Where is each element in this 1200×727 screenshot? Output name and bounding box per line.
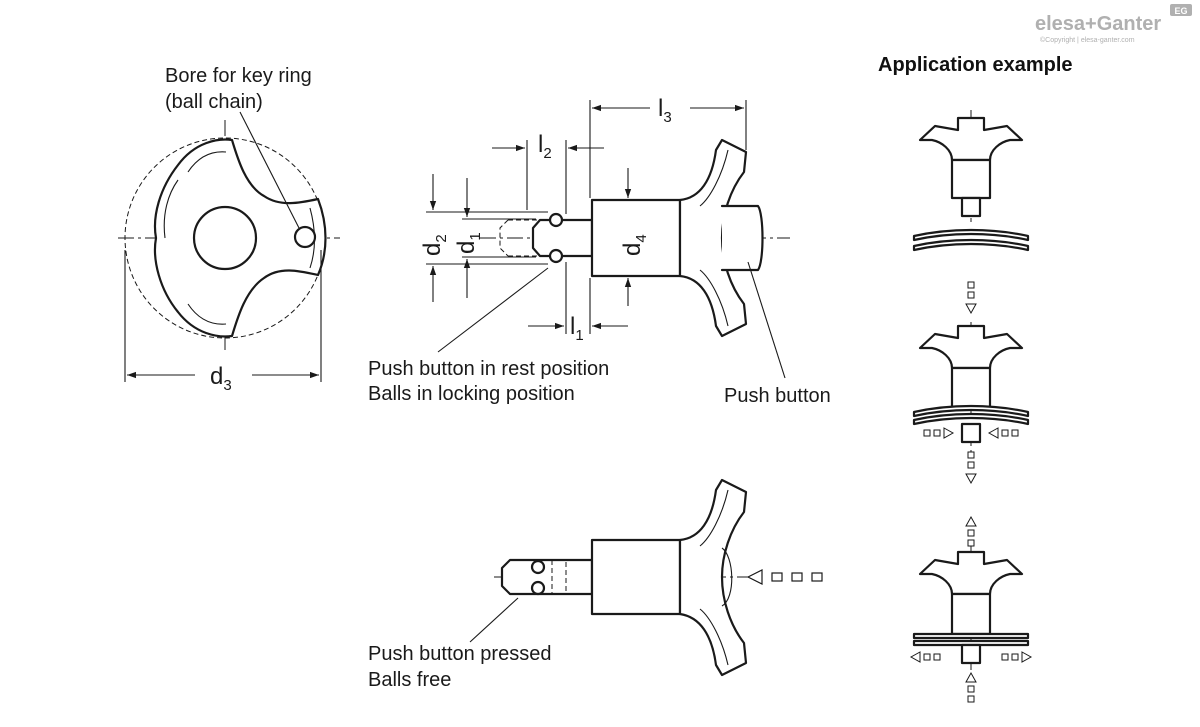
app3-plate-top [912,632,1030,640]
app2-body [950,366,992,410]
center-bore [192,205,258,271]
ball-top [548,212,564,228]
brand-badge [1170,4,1192,16]
app2-arrows-in [923,427,1019,439]
force-dash-2 [791,572,803,582]
pressed-button [721,547,733,607]
force-dash-1 [771,572,783,582]
side-view-rest: d2 d1 d4 l2 l3 l1 Push button in rest po… [368,95,831,407]
plunger [531,218,594,258]
pressed-ball-top [530,559,546,575]
pressed-leader [469,597,519,643]
dim-l1: l1 [570,313,584,344]
app1-plunger [960,196,982,218]
plunger-hidden [499,219,540,257]
rest-leader [437,267,549,353]
app2-handle [918,324,1024,370]
dim-l2: l2 [538,131,552,162]
dim-d1: d1 [453,232,484,254]
bore-label-line1: Bore for key ring [165,65,312,87]
app3-plunger [960,643,982,665]
app2-plunger [960,422,982,444]
pressed-body [590,538,682,616]
application-title: Application example [878,54,1073,76]
dim-d3: d3 [210,363,232,394]
dim-d2: d2 [419,234,450,256]
front-view: Bore for key ring (ball chain) d3 [118,65,340,394]
bore-leader [239,111,300,229]
app-arrow-up-3 [965,515,977,547]
brand-name: elesa+Ganter [1035,13,1161,35]
app2-plate-bottom [912,412,1030,426]
rest-label-line1: Push button in rest position [368,358,609,380]
pressed-plunger [500,558,594,596]
bore-label-line2: (ball chain) [165,91,263,113]
app3-arrows-out [909,651,1033,663]
app1-body [950,158,992,200]
application-step-2 [912,322,1030,452]
pressed-ball-bottom [530,580,546,596]
application-step-3 [909,546,1033,672]
brand-badge-text: EG [1174,6,1187,16]
pressed-hidden [551,560,567,594]
app1-plate-top [912,228,1030,242]
app1-handle [918,116,1024,162]
app3-handle [918,550,1024,596]
app-arrow-up-4 [965,671,977,703]
push-button-part [720,204,764,272]
app1-plate-bottom [912,238,1030,252]
pressed-label-line1: Push button pressed [368,643,551,665]
brand-logo: elesa+Ganter ©Copyright | elesa-ganter.c… [1035,4,1192,44]
brand-copyright: ©Copyright | elesa-ganter.com [1040,36,1135,44]
app-arrow-down-2 [965,451,977,485]
application-step-1 [912,110,1030,252]
app2-plate-top [912,404,1030,418]
app3-body [950,592,992,636]
pressed-force-arrow-head [746,569,763,585]
pressed-label-line2: Balls free [368,669,451,691]
push-button-leader [747,261,786,379]
dim-l3: l3 [658,95,672,126]
dim-d4: d4 [619,234,650,256]
pressed-handle-edges [699,489,729,666]
knob-edges [163,151,316,325]
handle-edges [699,149,729,327]
rest-label-line2: Balls in locking position [368,383,575,405]
key-ring-bore [293,225,317,249]
pressed-handle [678,478,748,677]
app-arrow-down-1 [965,281,977,315]
force-dash-3 [811,572,823,582]
ball-bottom [548,248,564,264]
push-button-label: Push button [724,385,831,407]
side-view-pressed: Push button pressed Balls free [368,478,823,691]
